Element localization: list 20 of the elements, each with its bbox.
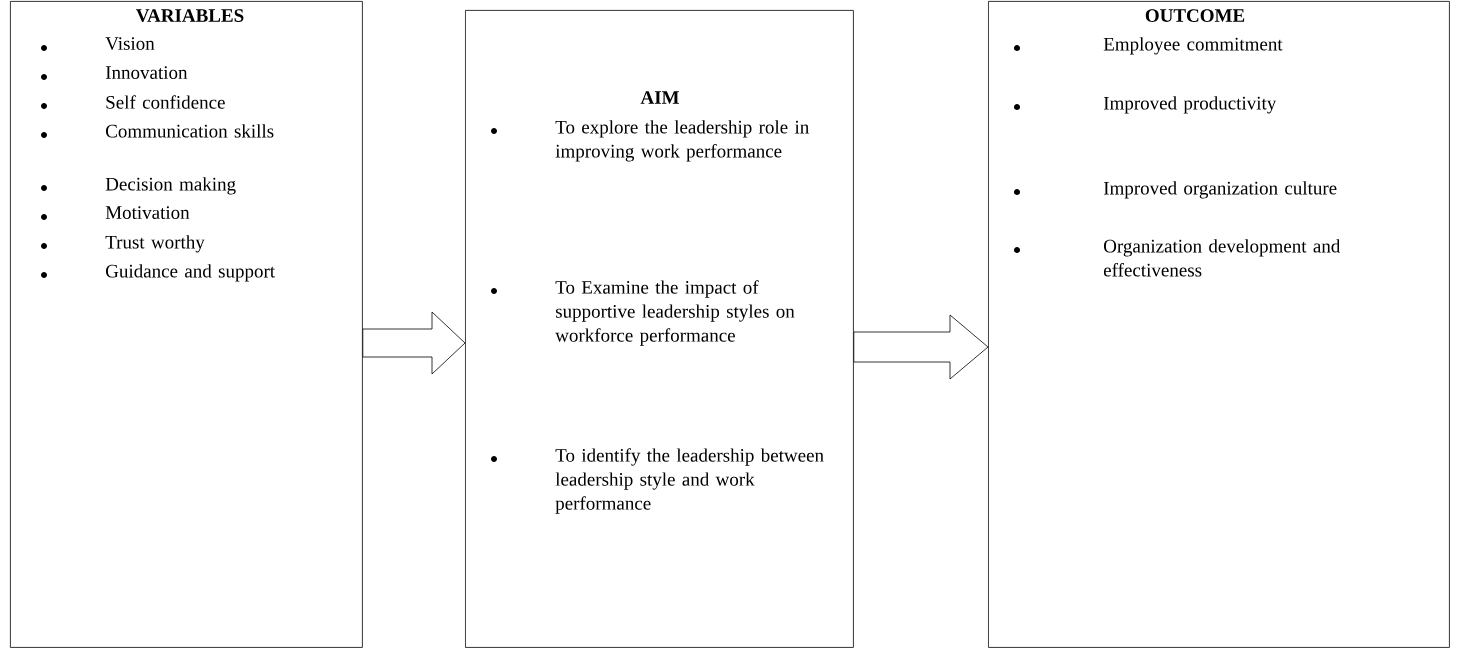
bullet-item: Employee commitment (1014, 37, 1283, 55)
bullet-item: Vision (41, 37, 155, 51)
bullet-item: Motivation (41, 206, 190, 220)
bullet-item: Improved productivity (1014, 96, 1277, 114)
bullet-item: Organization development and effectiveness (1014, 239, 1341, 277)
bullet-item: Guidance and support (41, 264, 275, 282)
bullet-item: Self confidence (41, 95, 225, 109)
bullet-item: Trust worthy (41, 235, 205, 253)
bullet-item: Improved organization culture (1014, 181, 1337, 199)
box-heading: AIM (640, 91, 679, 104)
bullet-item: To explore the leadership role in improving work performance (491, 120, 809, 162)
box-heading: OUTCOME (1145, 9, 1245, 22)
block-arrow (362, 311, 466, 375)
bullet-item: Innovation (41, 66, 188, 80)
bullet-item: Communication skills (41, 124, 274, 138)
bullet-item: To Examine the impact of supportive leadership styles on workforce performance (491, 280, 795, 346)
box-heading: VARIABLES (136, 9, 244, 23)
bullet-item: To identify the leadership between leadership style and work performance (491, 448, 824, 514)
block-arrow (853, 314, 989, 380)
bullet-item: Decision making (41, 177, 236, 195)
